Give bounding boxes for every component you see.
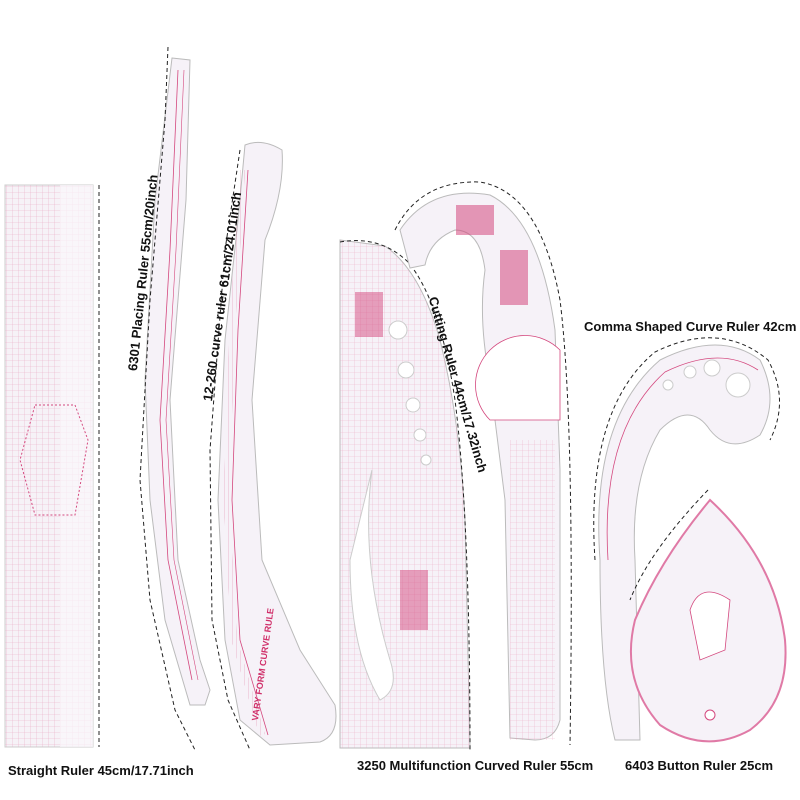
placing-ruler xyxy=(139,46,211,751)
label-multifunction-ruler: 3250 Multifunction Curved Ruler 55cm xyxy=(357,758,594,773)
button-ruler xyxy=(629,489,787,743)
straight-ruler xyxy=(4,184,100,748)
label-straight-ruler: Straight Ruler 45cm/17.71inch xyxy=(8,763,194,778)
cutting-ruler xyxy=(339,239,471,753)
dashed-guide xyxy=(209,149,251,751)
curve-ruler xyxy=(209,141,337,751)
label-comma-ruler: Comma Shaped Curve Ruler 42cm xyxy=(584,319,797,334)
dashed-guide xyxy=(394,181,572,746)
label-button-ruler: 6403 Button Ruler 25cm xyxy=(625,758,774,773)
dashed-guide xyxy=(339,240,471,753)
comma-ruler xyxy=(593,337,780,741)
multifunction-ruler xyxy=(394,181,572,746)
dashed-guide xyxy=(139,46,196,751)
